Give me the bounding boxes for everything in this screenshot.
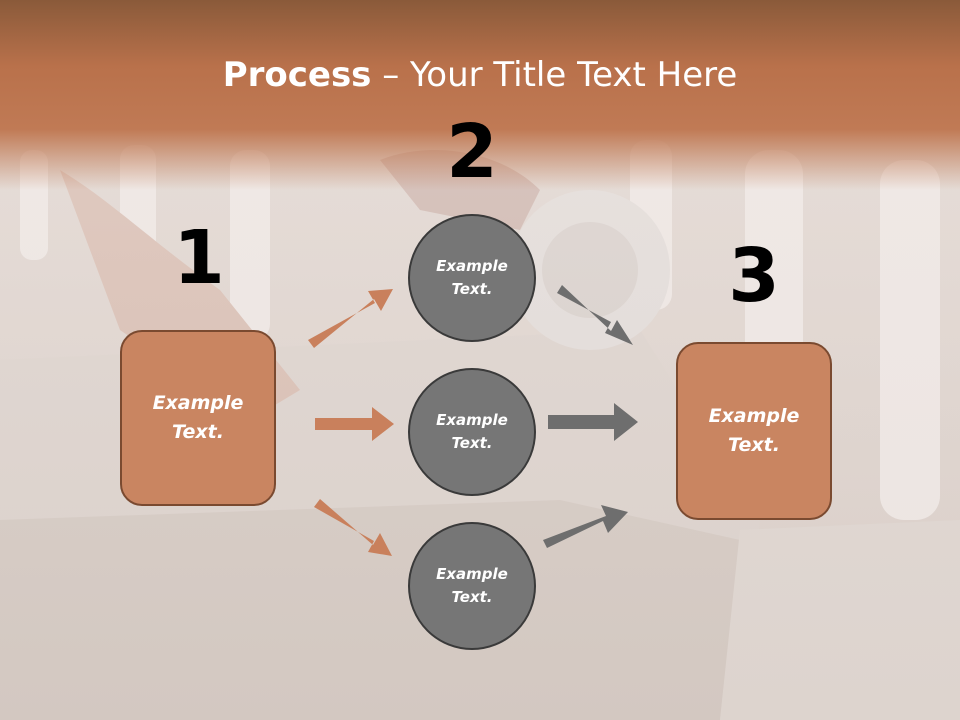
circle-top-label: Example Text. <box>436 257 508 298</box>
circle-bottom-label: Example Text. <box>436 565 508 606</box>
step-number-3: 3 <box>728 233 780 319</box>
step-3-box[interactable]: Example Text. <box>676 342 832 520</box>
step-2-circle-middle[interactable]: Example Text. <box>408 368 536 496</box>
title-bold: Process <box>222 55 372 95</box>
step-2-circle-top[interactable]: Example Text. <box>408 214 536 342</box>
circle-middle-label: Example Text. <box>436 411 508 452</box>
arrow-right-gray <box>548 403 638 441</box>
arrow-up-right-orange <box>308 289 393 348</box>
arrow-right-orange <box>315 407 394 441</box>
step-1-label: Example Text. <box>152 392 244 443</box>
title-band <box>0 0 960 190</box>
slide-title: Process – Your Title Text Here <box>0 52 960 98</box>
step-3-label: Example Text. <box>708 405 800 456</box>
arrow-down-right-orange <box>314 499 392 556</box>
step-1-box[interactable]: Example Text. <box>120 330 276 506</box>
step-number-1: 1 <box>173 215 225 301</box>
arrow-up-right-gray <box>543 505 628 548</box>
arrow-down-right-gray <box>557 285 633 345</box>
step-number-2: 2 <box>446 109 498 195</box>
title-rest: – Your Title Text Here <box>371 55 738 95</box>
step-2-circle-bottom[interactable]: Example Text. <box>408 522 536 650</box>
